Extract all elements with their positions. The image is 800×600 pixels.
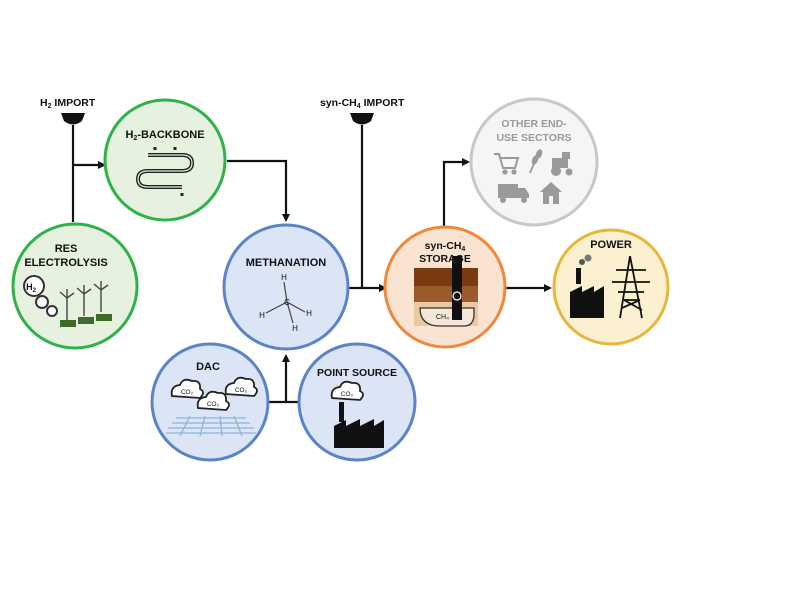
power-label: POWER	[590, 239, 632, 251]
h2-backbone-suffix: -BACKBONE	[137, 129, 204, 141]
node-synch4-storage: syn-CH4 STORAGE CH₄	[383, 225, 507, 349]
point-source-label: POINT SOURCE	[317, 367, 397, 379]
arrow-storage-to-sectors	[442, 158, 470, 228]
underground-storage-icon: CH₄	[414, 256, 478, 327]
methane-molecule-icon	[265, 281, 306, 324]
svg-text:H2-BACKBONE: H2-BACKBONE	[125, 129, 204, 142]
node-power: POWER	[552, 228, 670, 346]
synch4-import-sub: 4	[357, 103, 361, 110]
factory-icon	[334, 402, 384, 448]
svg-text:syn-CH4: syn-CH4	[425, 240, 466, 253]
node-other-sectors: OTHER END- USE SECTORS	[469, 97, 599, 227]
res-electrolysis-line2: ELECTROLYSIS	[24, 257, 107, 269]
arrow-backbone-to-methanation	[227, 159, 290, 222]
node-res-electrolysis: RES ELECTROLYSIS H2	[11, 222, 139, 350]
shopping-cart-icon	[494, 153, 520, 175]
house-icon	[540, 182, 562, 204]
h2-backbone-prefix: H	[125, 129, 133, 141]
methanation-label: METHANATION	[246, 257, 327, 269]
svg-text:syn-CH4 IMPORT: syn-CH4 IMPORT	[320, 97, 405, 110]
svg-text:H2: H2	[26, 282, 37, 294]
sectors-line2: USE SECTORS	[496, 132, 571, 144]
co2-cloud-icon: CO₂	[330, 380, 364, 401]
sectors-line1: OTHER END-	[501, 118, 567, 130]
h2-import-prefix: H	[40, 97, 48, 109]
node-dac: DAC CO₂ CO₂ CO₂	[150, 342, 270, 462]
svg-text:H2 IMPORT: H2 IMPORT	[40, 97, 96, 110]
node-point-source: POINT SOURCE CO₂	[297, 342, 417, 462]
wheat-icon	[529, 149, 543, 174]
res-electrolysis-line1: RES	[55, 243, 78, 255]
dac-co2-b: CO₂	[235, 387, 248, 394]
power-plant-icon	[570, 254, 604, 318]
ch4-label: CH₄	[436, 314, 449, 321]
transmission-tower-icon	[612, 255, 650, 319]
point-source-co2: CO₂	[341, 391, 354, 398]
synch4-import-prefix: syn-CH	[320, 97, 357, 109]
tractor-icon	[551, 152, 573, 176]
node-methanation: METHANATION C H H H H	[222, 223, 350, 351]
h2-import-suffix: IMPORT	[52, 97, 96, 109]
co2-cloud-icon	[170, 376, 258, 411]
dac-co2-a: CO₂	[181, 389, 194, 396]
node-h2-backbone: H2-BACKBONE	[103, 98, 227, 222]
atom-h-left: H	[259, 311, 265, 320]
h2-import: H2 IMPORT	[40, 97, 96, 125]
atom-h-top: H	[281, 273, 287, 282]
solar-panel-icon	[60, 314, 112, 327]
storage-line2: STORAGE	[419, 253, 471, 265]
atom-c: C	[284, 298, 290, 307]
atom-h-bottom: H	[292, 324, 298, 333]
truck-icon	[498, 184, 529, 203]
h2-backbone-sub: 2	[133, 135, 137, 142]
dac-label: DAC	[196, 361, 220, 373]
storage-line1-sub: 4	[461, 246, 465, 253]
h2-import-sub: 2	[48, 103, 52, 110]
synch4-import: syn-CH4 IMPORT	[320, 97, 405, 125]
wind-turbine-icon	[59, 281, 109, 320]
storage-line1-prefix: syn-CH	[425, 240, 462, 252]
atom-h-right: H	[306, 309, 312, 318]
h2-letter: H	[26, 282, 33, 292]
import-funnel-icon	[350, 113, 374, 125]
dac-co2-c: CO₂	[207, 401, 220, 408]
h2-letter-sub: 2	[33, 288, 37, 294]
synch4-import-suffix: IMPORT	[361, 97, 405, 109]
h2-molecule-icon: H2	[23, 275, 58, 317]
dac-field-icon	[166, 415, 256, 437]
import-funnel-icon	[61, 113, 85, 125]
connectors	[71, 125, 552, 404]
